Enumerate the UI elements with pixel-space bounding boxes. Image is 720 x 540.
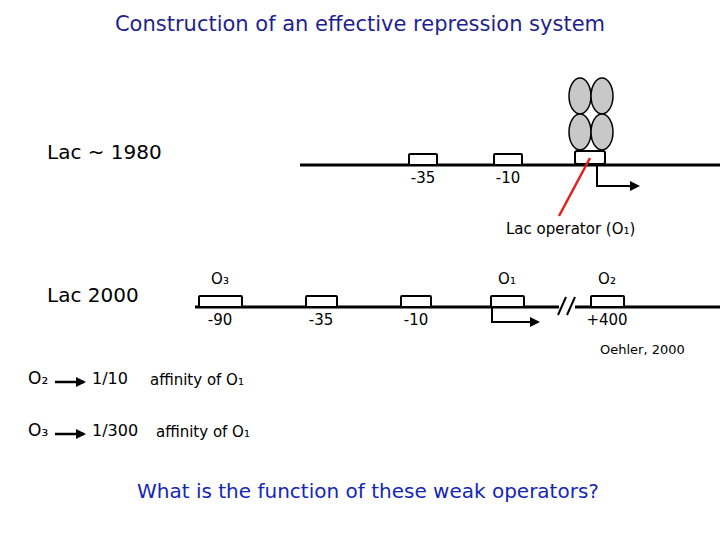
element-box [408, 153, 438, 166]
citation: Oehler, 2000 [600, 343, 685, 358]
element-name: O₃ [211, 271, 229, 288]
arrow [55, 433, 84, 436]
position-label: -10 [404, 312, 429, 329]
promoter-element: O₂ +400 [586, 271, 627, 330]
leader-line [559, 158, 590, 216]
construct-label: Lac ~ 1980 [47, 141, 162, 164]
element-box [590, 295, 625, 308]
element-box [493, 153, 523, 166]
operator-name: O₂ [28, 369, 48, 389]
break-mark [567, 297, 575, 315]
position-label: -90 [208, 312, 233, 329]
operator-box [575, 151, 605, 164]
element-box [490, 295, 525, 308]
repressor-tetramer [569, 78, 613, 150]
transcription-arrow [597, 166, 638, 186]
position-label: -35 [309, 312, 334, 329]
construct-label: Lac 2000 [47, 284, 139, 307]
promoter-element: O₁ [490, 271, 525, 308]
promoter-element: -10 [493, 153, 523, 187]
break-mark [558, 297, 566, 315]
dna-line [195, 306, 720, 309]
promoter-element: O₃ -90 [198, 271, 243, 330]
question: What is the function of these weak opera… [137, 480, 599, 503]
arrow [55, 381, 84, 384]
element-box [198, 295, 243, 308]
promoter-element: -10 [400, 295, 432, 329]
position-label: -35 [411, 170, 436, 187]
affinity-ratio: 1/300 [92, 422, 138, 440]
promoter-element: -35 [408, 153, 438, 187]
position-label: -10 [496, 170, 521, 187]
promoter-element: -35 [305, 295, 338, 329]
element-name: O₁ [498, 271, 516, 288]
affinity-ratio: 1/10 [92, 370, 128, 388]
element-box [400, 295, 432, 308]
element-box [305, 295, 338, 308]
affinity-note: affinity of O₁ [156, 424, 250, 441]
element-name: O₂ [598, 271, 616, 288]
operator-label: Lac operator (O₁) [506, 221, 635, 238]
operator-name: O₃ [28, 421, 48, 441]
slide-title: Construction of an effective repression … [0, 12, 720, 36]
transcription-arrow [492, 308, 538, 322]
affinity-note: affinity of O₁ [150, 372, 244, 389]
position-label: +400 [586, 312, 627, 329]
